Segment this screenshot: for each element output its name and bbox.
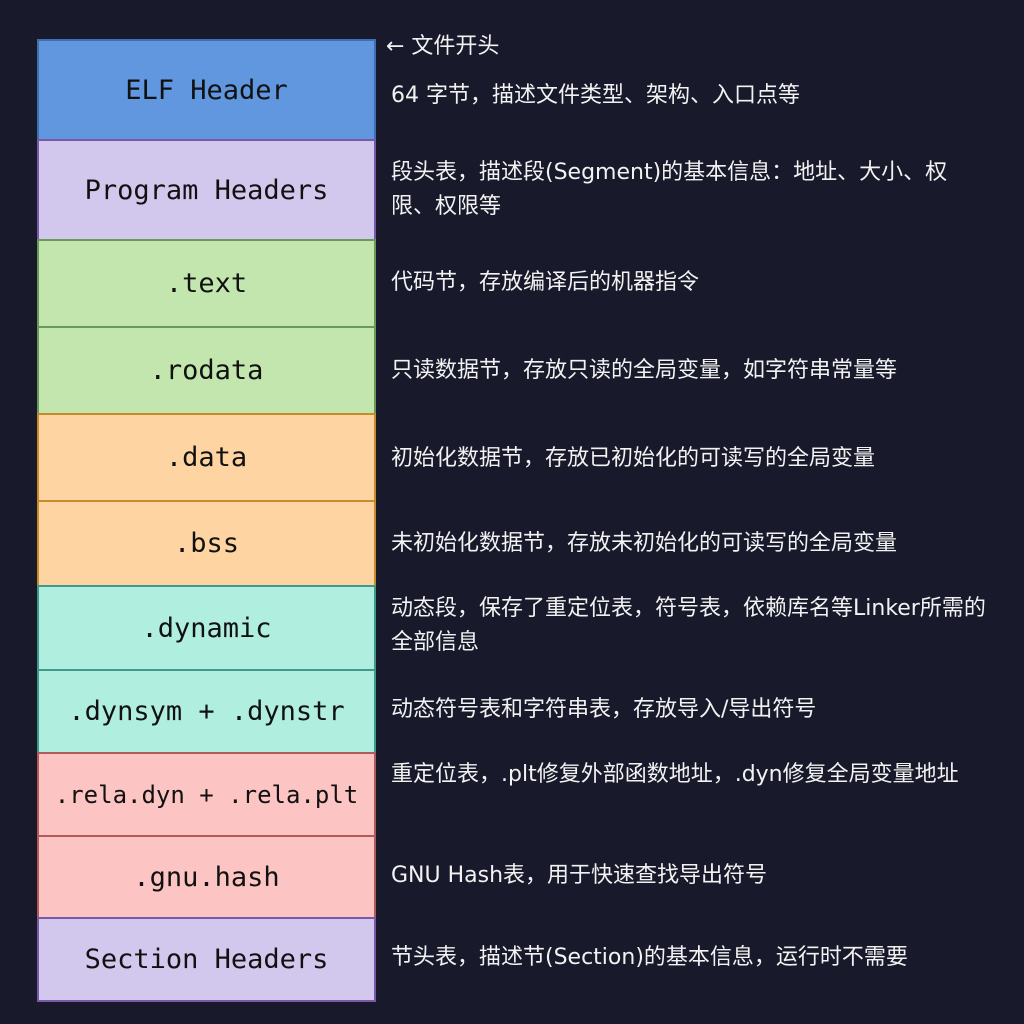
description-elf-header: 64 字节，描述文件类型、架构、入口点等 — [391, 83, 800, 108]
section-label: .dynsym + .dynstr — [68, 696, 345, 727]
section-label: Program Headers — [84, 174, 329, 206]
description-data: 初始化数据节，存放已初始化的可读写的全局变量 — [391, 446, 876, 471]
section-label: .bss — [173, 528, 240, 559]
section-label: .dynamic — [141, 612, 272, 644]
section-dynamic: .dynamic — [37, 585, 376, 671]
section-label: Section Headers — [84, 944, 329, 975]
section-dynsym-dynstr: .dynsym + .dynstr — [37, 669, 376, 754]
section-label: .text — [165, 268, 248, 299]
description-dynamic: 动态段，保存了重定位表，符号表，依赖库名等Linker所需的全部信息 — [391, 596, 986, 655]
section-rodata: .rodata — [37, 326, 376, 415]
description-gnu-hash: GNU Hash表，用于快速查找导出符号 — [391, 863, 768, 888]
section-program-headers: Program Headers — [37, 139, 376, 241]
section-data: .data — [37, 413, 376, 502]
description-bss: 未初始化数据节，存放未初始化的可读写的全局变量 — [391, 531, 898, 556]
section-gnu-hash: .gnu.hash — [37, 835, 376, 919]
elf-layout-stack: ELF Header Program Headers .text .rodata… — [37, 39, 376, 1002]
section-section-headers: Section Headers — [37, 917, 376, 1002]
section-label: .rela.dyn + .rela.plt — [54, 780, 359, 809]
description-rela: 重定位表，.plt修复外部函数地址，.dyn修复全局变量地址 — [391, 762, 959, 787]
description-section-headers: 节头表，描述节(Section)的基本信息，运行时不需要 — [391, 945, 908, 970]
description-dynsym-dynstr: 动态符号表和字符串表，存放导入/导出符号 — [391, 697, 817, 722]
section-rela: .rela.dyn + .rela.plt — [37, 752, 376, 837]
section-label: .data — [165, 442, 248, 473]
section-elf-header: ELF Header — [37, 39, 376, 141]
section-label: ELF Header — [125, 74, 288, 106]
file-start-label: ← 文件开头 — [386, 34, 500, 59]
section-bss: .bss — [37, 500, 376, 587]
section-label: .gnu.hash — [133, 861, 280, 893]
section-text: .text — [37, 239, 376, 328]
description-text: 代码节，存放编译后的机器指令 — [391, 270, 700, 295]
description-rodata: 只读数据节，存放只读的全局变量，如字符串常量等 — [391, 358, 898, 383]
section-label: .rodata — [149, 355, 264, 386]
description-program-headers: 段头表，描述段(Segment)的基本信息：地址、大小、权限、权限等 — [391, 160, 948, 219]
